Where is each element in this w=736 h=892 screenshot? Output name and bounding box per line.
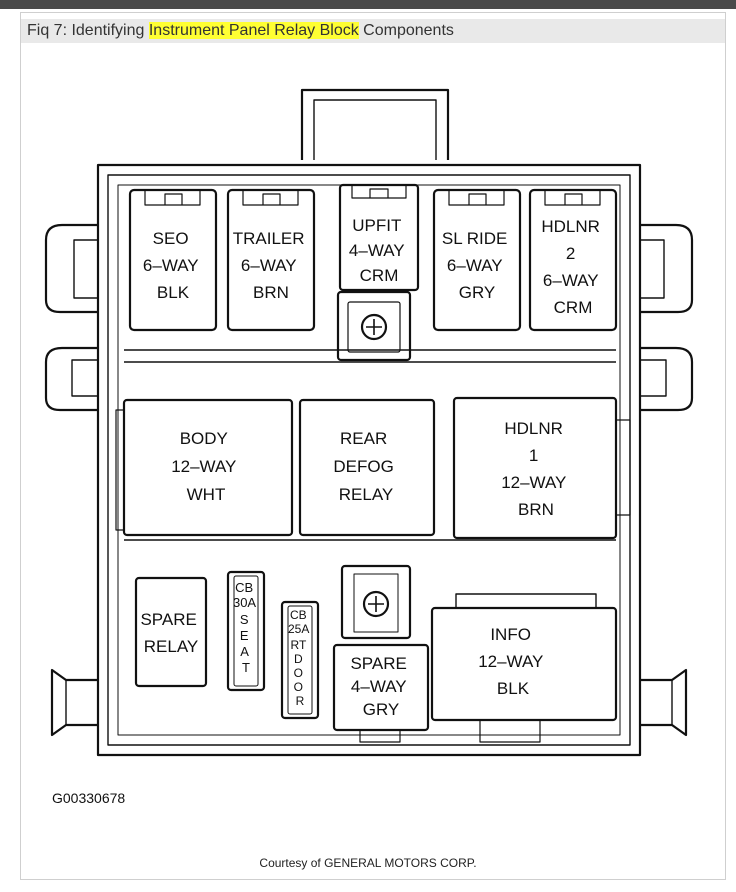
upper-stud-block bbox=[336, 290, 412, 362]
lower-stud bbox=[362, 590, 390, 618]
cb25-line-7: R bbox=[296, 694, 305, 708]
cb30-line-6: T bbox=[242, 660, 250, 675]
hdlnr1-line-1: HDLNR bbox=[504, 419, 563, 438]
hdlnr1-line-2: 1 bbox=[529, 446, 538, 465]
hdlnr2-label: HDLNR 2 6–WAY CRM bbox=[541, 217, 604, 317]
cb30-label: CB 30A S E A T bbox=[233, 580, 259, 675]
connector-trailer bbox=[226, 188, 316, 332]
left-mount bbox=[50, 668, 98, 737]
info-line-2: 12–WAY bbox=[478, 652, 543, 671]
spare-relay bbox=[134, 576, 208, 688]
slride-line-2: 6–WAY bbox=[447, 256, 502, 275]
slride-line-1: SL RIDE bbox=[442, 229, 508, 248]
trailer-label: TRAILER 6–WAY BRN bbox=[233, 229, 310, 302]
cb25-line-3: RT bbox=[291, 638, 307, 652]
hdlnr1-label: HDLNR 1 12–WAY BRN bbox=[501, 419, 571, 519]
reardefog-line-2: DEFOG bbox=[333, 457, 393, 476]
lower-stud-block bbox=[340, 564, 412, 640]
connector-spare4 bbox=[332, 643, 430, 732]
spare4-label: SPARE 4–WAY GRY bbox=[350, 654, 411, 719]
spare4-line-1: SPARE bbox=[350, 654, 406, 673]
connector-body bbox=[122, 398, 294, 537]
caption-prefix: Fiq 7: Identifying bbox=[27, 22, 149, 39]
connector-slride bbox=[432, 188, 522, 332]
seo-line-1: SEO bbox=[153, 229, 189, 248]
cb25-line-1: CB bbox=[290, 608, 307, 622]
cb25-line-6: O bbox=[294, 680, 303, 694]
seo-label: SEO 6–WAY BLK bbox=[143, 229, 203, 302]
spare-relay-label: SPARE RELAY bbox=[140, 610, 201, 656]
upfit-line-2: 4–WAY bbox=[349, 241, 404, 260]
hdlnr1-line-4: BRN bbox=[518, 500, 554, 519]
trailer-line-3: BRN bbox=[253, 283, 289, 302]
left-clip-lower bbox=[44, 346, 98, 412]
connector-hdlnr2 bbox=[528, 188, 618, 332]
connector-info bbox=[430, 606, 618, 722]
cb30-line-3: S bbox=[240, 612, 249, 627]
caption-bar bbox=[21, 19, 725, 43]
cb30-line-2: 30A bbox=[233, 595, 256, 610]
spare-relay-line-2: RELAY bbox=[144, 637, 199, 656]
caption-suffix: Components bbox=[358, 22, 454, 39]
right-clip-lower bbox=[640, 346, 694, 412]
connector-seo bbox=[128, 188, 218, 332]
cb30-line-1: CB bbox=[235, 580, 253, 595]
upper-stud bbox=[360, 313, 388, 341]
credit-line: Courtesy of GENERAL MOTORS CORP. bbox=[259, 856, 477, 870]
spare4-line-2: 4–WAY bbox=[351, 677, 406, 696]
rear-defog-relay bbox=[298, 398, 436, 537]
figure-id: G00330678 bbox=[52, 790, 126, 806]
slride-label: SL RIDE 6–WAY GRY bbox=[442, 229, 512, 302]
cb25-line-4: D bbox=[294, 652, 303, 666]
left-clip-upper bbox=[44, 223, 98, 314]
cb25-line-5: O bbox=[294, 666, 303, 680]
hdlnr1-line-3: 12–WAY bbox=[501, 473, 566, 492]
cb30-line-5: A bbox=[240, 644, 249, 659]
connector-hdlnr1 bbox=[452, 396, 618, 540]
upfit-line-1: UPFIT bbox=[352, 216, 401, 235]
trailer-line-2: 6–WAY bbox=[241, 256, 296, 275]
upfit-label: UPFIT 4–WAY CRM bbox=[349, 216, 409, 285]
info-label: INFO 12–WAY BLK bbox=[478, 625, 548, 698]
trailer-line-1: TRAILER bbox=[233, 229, 305, 248]
reardefog-line-3: RELAY bbox=[339, 485, 394, 504]
hdlnr2-line-4: CRM bbox=[554, 298, 593, 317]
right-clip-upper bbox=[640, 223, 694, 314]
cb30-line-4: E bbox=[240, 628, 249, 643]
hdlnr2-line-3: 6–WAY bbox=[543, 271, 598, 290]
info-line-3: BLK bbox=[497, 679, 530, 698]
right-mount bbox=[640, 668, 688, 737]
cb-25a bbox=[280, 600, 320, 720]
slride-line-3: GRY bbox=[459, 283, 496, 302]
body-line-3: WHT bbox=[187, 485, 226, 504]
cb-30a bbox=[226, 570, 266, 692]
upfit-line-3: CRM bbox=[360, 266, 399, 285]
spare4-line-3: GRY bbox=[363, 700, 400, 719]
spare-relay-line-1: SPARE bbox=[140, 610, 196, 629]
cb25-line-2: 25A bbox=[288, 622, 309, 636]
hdlnr2-line-1: HDLNR bbox=[541, 217, 600, 236]
connector-upfit bbox=[338, 183, 420, 292]
housing-outline bbox=[96, 163, 642, 757]
window-top-bar bbox=[0, 0, 736, 9]
hdlnr2-line-2: 2 bbox=[566, 244, 575, 263]
cb25-label: CB 25A RT D O O R bbox=[288, 608, 312, 708]
seo-line-3: BLK bbox=[157, 283, 190, 302]
top-tab bbox=[300, 88, 450, 160]
reardefog-line-1: REAR bbox=[340, 429, 387, 448]
upper-divider bbox=[124, 349, 616, 363]
seo-line-2: 6–WAY bbox=[143, 256, 198, 275]
body-label: BODY 12–WAY WHT bbox=[171, 429, 241, 504]
caption-highlight: Instrument Panel Relay Block bbox=[148, 22, 359, 39]
figure-caption: Fiq 7: Identifying Instrument Panel Rela… bbox=[27, 21, 454, 41]
body-line-1: BODY bbox=[180, 429, 228, 448]
reardefog-label: REAR DEFOG RELAY bbox=[333, 429, 398, 504]
info-line-1: INFO bbox=[490, 625, 531, 644]
body-line-2: 12–WAY bbox=[171, 457, 236, 476]
